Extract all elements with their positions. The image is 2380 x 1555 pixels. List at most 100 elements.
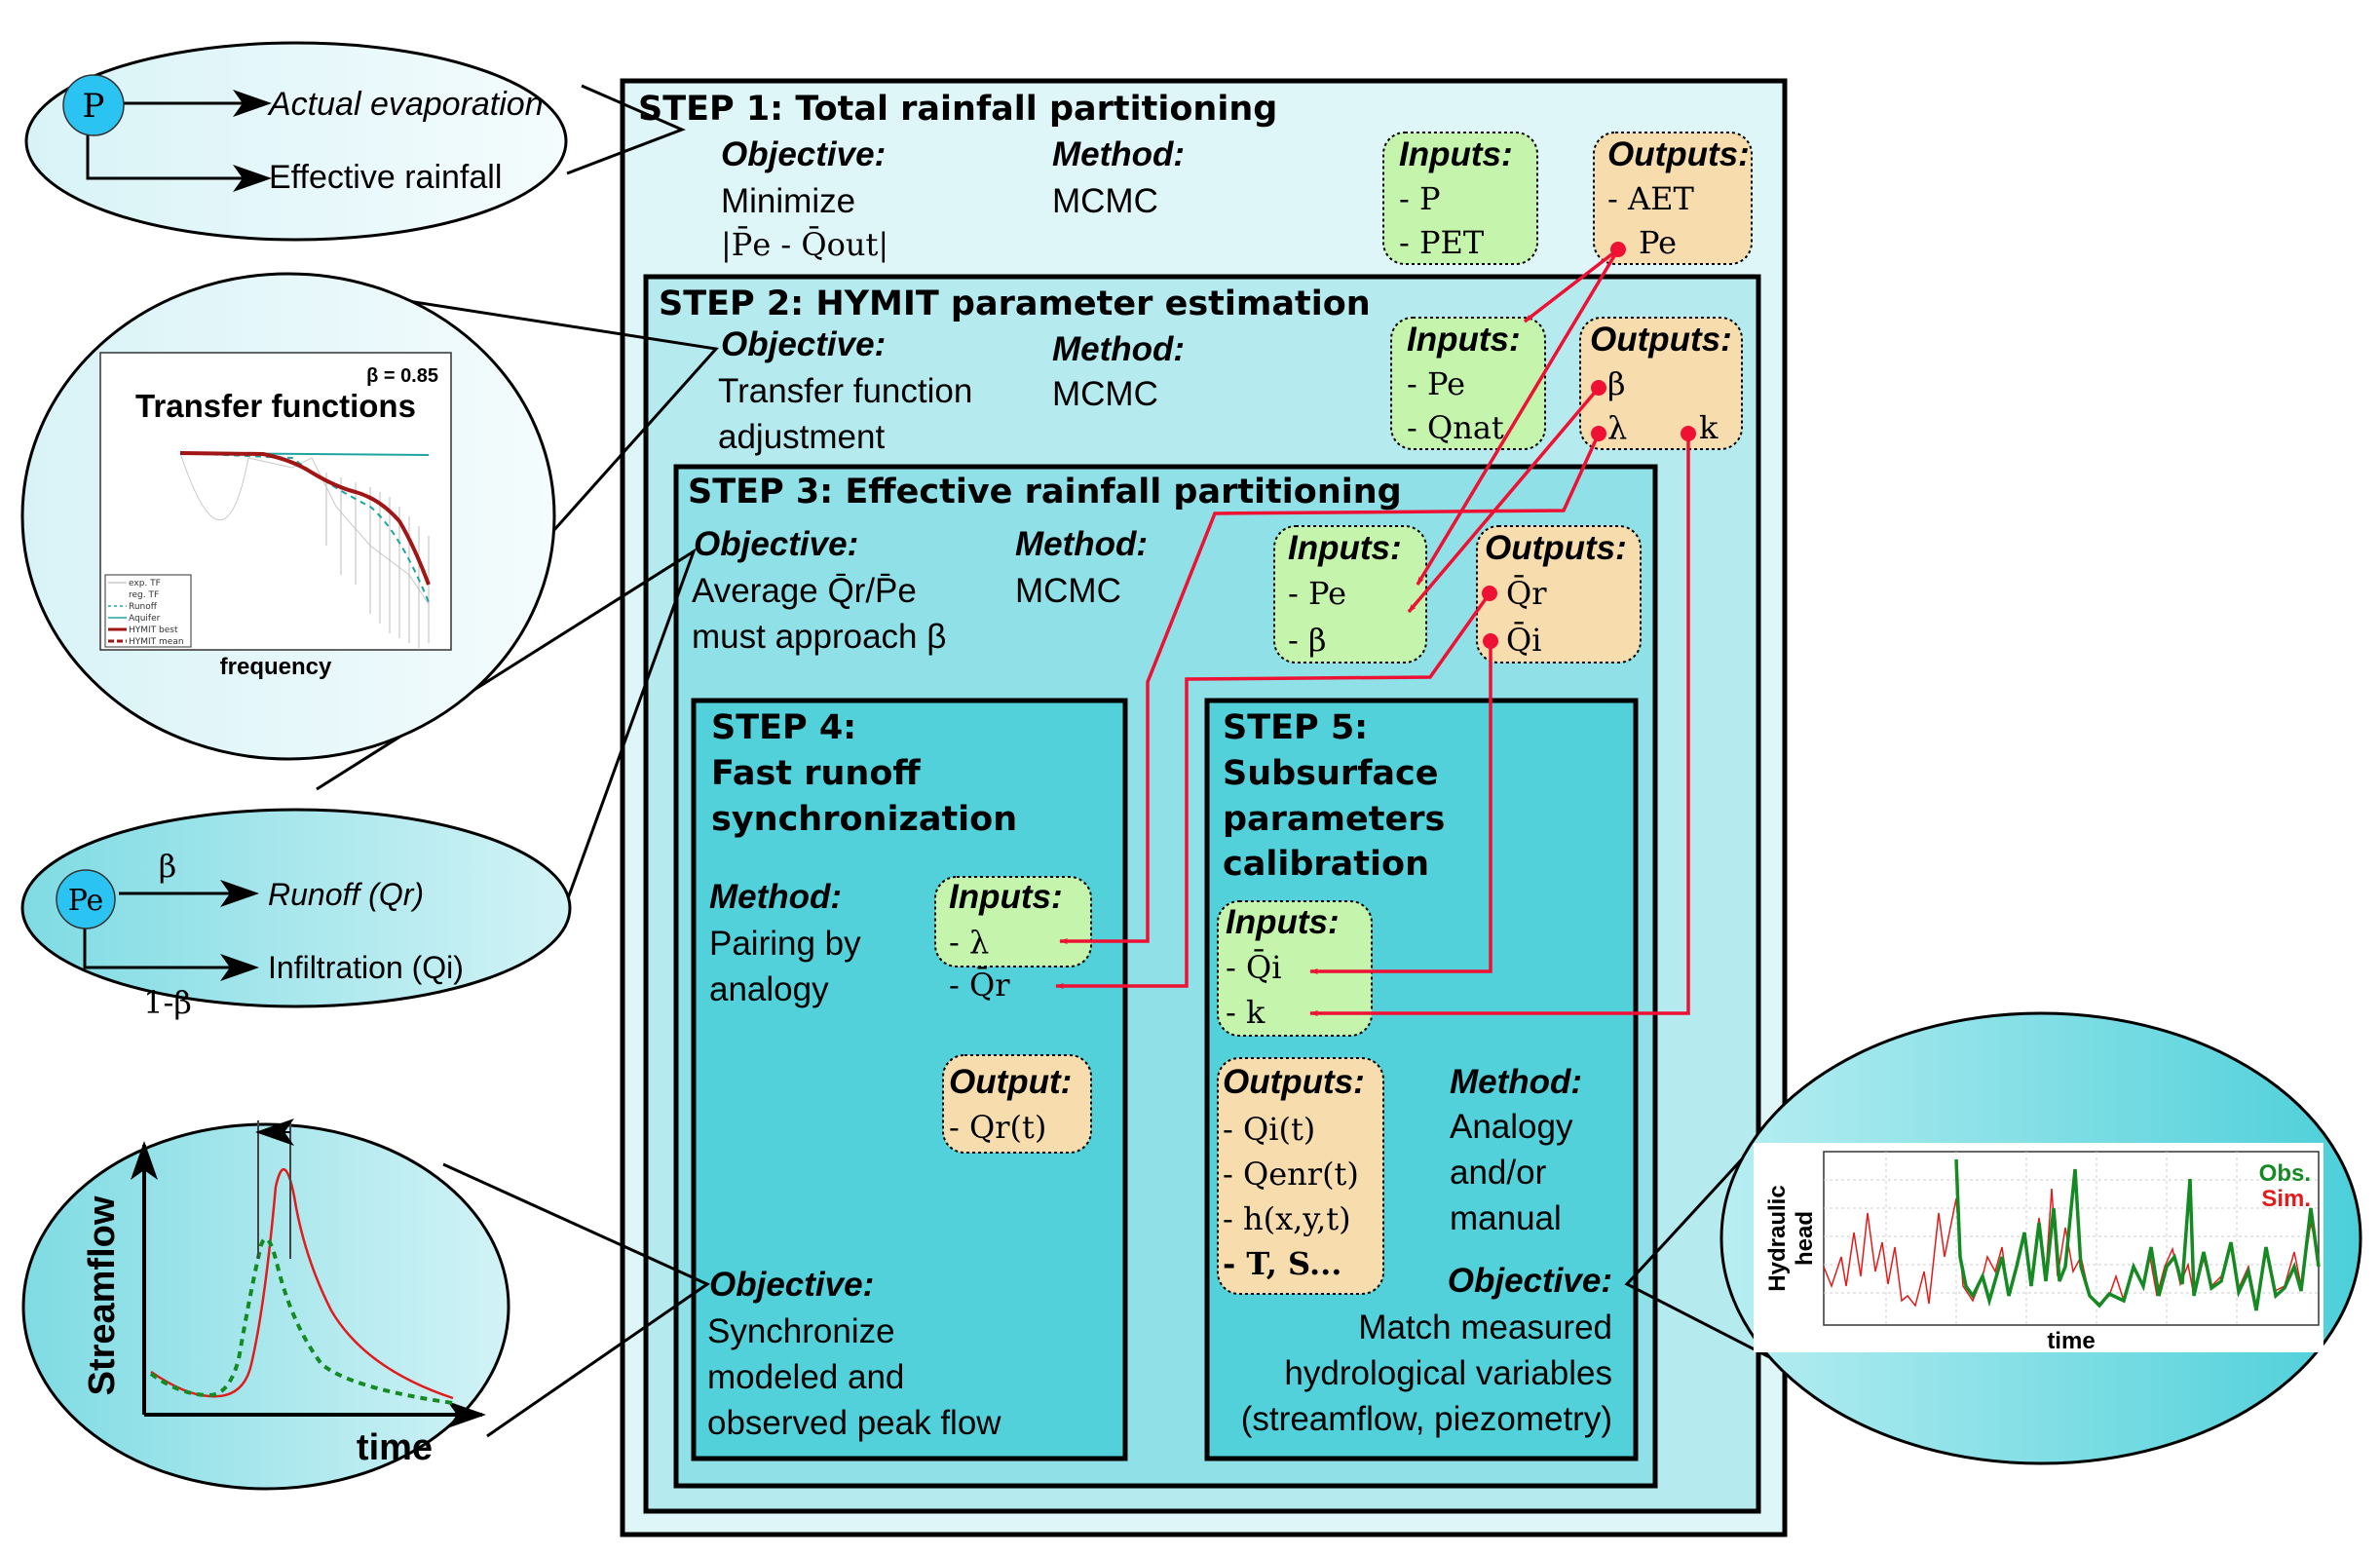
pointer-step4 bbox=[442, 1162, 711, 1438]
step3-input-item: - β bbox=[1288, 622, 1326, 659]
step1-method: MCMC bbox=[1052, 182, 1158, 220]
callout-transfer-functions: β = 0.85 Transfer functions exp. TF reg.… bbox=[20, 272, 556, 761]
tf-legend-item: exp. TF bbox=[129, 579, 161, 588]
callout-hydraulic-head: Obs. Sim. Hydraulic head time bbox=[1719, 1011, 2362, 1465]
step5-title-line: calibration bbox=[1223, 845, 1429, 884]
arrow-icon bbox=[86, 125, 272, 192]
step3-inputs-label: Inputs: bbox=[1288, 529, 1402, 567]
callout-ellipse bbox=[24, 41, 568, 242]
connector-dot bbox=[1610, 242, 1626, 257]
step4-title-line: synchronization bbox=[711, 800, 1017, 839]
step2-output-k: k bbox=[1699, 409, 1719, 446]
step1-output-item: - AET bbox=[1607, 180, 1694, 217]
step5-outputs-box bbox=[1217, 1057, 1384, 1295]
tf-hymit-best-line bbox=[179, 451, 431, 586]
head-legend-obs: Obs. bbox=[2259, 1160, 2311, 1187]
step3-outputs-label: Outputs: bbox=[1485, 529, 1627, 567]
head-ylabel-line2: head bbox=[1792, 1211, 1818, 1266]
step2-output-beta: β bbox=[1607, 365, 1626, 402]
step5-title-line: STEP 5: bbox=[1223, 708, 1368, 747]
node-p-label: P bbox=[83, 87, 105, 126]
step4-title-line: STEP 4: bbox=[711, 708, 856, 747]
step4-inputs-box bbox=[934, 876, 1092, 967]
tf-legend-item: Aquifer bbox=[129, 614, 161, 624]
step5-method-line: Analogy bbox=[1450, 1108, 1573, 1146]
step2-method: MCMC bbox=[1052, 375, 1158, 413]
arrow-qi-to-step5 bbox=[1309, 641, 1492, 975]
callout-rainfall: P Actual evaporation Effective rainfall bbox=[24, 41, 568, 242]
step4-objective-line: observed peak flow bbox=[707, 1404, 1001, 1442]
node-p bbox=[62, 74, 125, 136]
tf-title: Transfer functions bbox=[135, 388, 416, 424]
step3-method: MCMC bbox=[1015, 572, 1121, 610]
step4-output-item: - Qr(t) bbox=[949, 1109, 1046, 1146]
tf-xlabel: frequency bbox=[220, 654, 332, 680]
step4-title-line: Fast runoff bbox=[711, 754, 921, 793]
step2-output-lambda: λ bbox=[1607, 409, 1627, 446]
step5-objective-label: Objective: bbox=[1448, 1262, 1612, 1300]
observed-curve bbox=[149, 1236, 454, 1405]
step2-method-label: Method: bbox=[1052, 330, 1185, 368]
step2-inputs-box bbox=[1390, 317, 1546, 450]
step5-outputs-label: Outputs: bbox=[1223, 1063, 1365, 1101]
arrow-pe-to-step3 bbox=[1416, 248, 1620, 586]
step2-outputs-box bbox=[1579, 317, 1743, 450]
callout-ellipse bbox=[20, 808, 572, 1008]
step4-method-label: Method: bbox=[709, 878, 842, 916]
pointer-step5 bbox=[1624, 1123, 1784, 1366]
step4-output-label: Output: bbox=[949, 1063, 1072, 1101]
step5-output-item: - T, S... bbox=[1223, 1245, 1341, 1282]
step3-objective-line2: must approach β bbox=[692, 618, 946, 656]
tf-legend-item: HYMIT best bbox=[129, 626, 178, 635]
step4-content: STEP 4: Fast runoff synchronization Meth… bbox=[707, 708, 1092, 1442]
arrow-lambda-to-step4 bbox=[1059, 433, 1601, 945]
step5-output-item: - h(x,y,t) bbox=[1223, 1200, 1351, 1237]
step1-method-label: Method: bbox=[1052, 135, 1185, 173]
step1-objective-label: Objective: bbox=[721, 135, 886, 173]
head-legend-sim: Sim. bbox=[2261, 1186, 2311, 1212]
step5-output-item: - Qenr(t) bbox=[1223, 1156, 1359, 1193]
pointer-step2 bbox=[287, 281, 719, 615]
step2-inputs-label: Inputs: bbox=[1407, 321, 1521, 359]
step5-method-line: and/or bbox=[1450, 1154, 1547, 1192]
step1-input-item: - P bbox=[1399, 180, 1441, 217]
arrow-qr-to-step4 bbox=[1055, 591, 1492, 990]
step4-inputs-label: Inputs: bbox=[949, 878, 1063, 916]
head-ylabel-line1: Hydraulic bbox=[1764, 1185, 1791, 1291]
branch-evaporation: Actual evaporation bbox=[267, 86, 544, 123]
connector-dot bbox=[1591, 426, 1606, 441]
node-pe bbox=[56, 869, 116, 929]
step3-objective-line1: Average Q̄r/P̄e bbox=[692, 572, 917, 610]
node-pe-label: Pe bbox=[68, 884, 104, 918]
step5-objective-line: Match measured bbox=[1358, 1308, 1612, 1346]
step1-header: STEP 1: Total rainfall partitioning Obje… bbox=[638, 90, 1753, 265]
step3-objective-label: Objective: bbox=[694, 525, 858, 563]
hydrograph-ylabel: Streamflow bbox=[82, 1195, 123, 1395]
callout-partition: Pe β 1-β Runoff (Qr) Infiltration (Qi) bbox=[20, 808, 572, 1021]
dataflow-arrows bbox=[1055, 242, 1696, 1017]
step2-input-item: - Qnat bbox=[1407, 409, 1504, 446]
step5-inputs-box bbox=[1217, 900, 1373, 1037]
connector-dot bbox=[1483, 633, 1498, 649]
callout-hydrograph: Streamflow time bbox=[21, 1119, 510, 1491]
tf-legend bbox=[104, 574, 192, 648]
step2-objective-line2: adjustment bbox=[718, 418, 885, 456]
step4-method-line: Pairing by bbox=[709, 925, 861, 963]
step5-input-item: - Q̄i bbox=[1226, 949, 1281, 986]
step3-inputs-box bbox=[1273, 525, 1427, 664]
tf-legend-item: reg. TF bbox=[129, 590, 159, 600]
step4-output-box bbox=[942, 1054, 1092, 1154]
step1-input-item: - PET bbox=[1399, 224, 1485, 261]
step2-outputs-label: Outputs: bbox=[1590, 321, 1732, 359]
connector-dot bbox=[1681, 426, 1696, 441]
step5-content: STEP 5: Subsurface parameters calibratio… bbox=[1217, 708, 1612, 1438]
head-obs-line bbox=[1954, 1158, 2321, 1311]
head-xlabel: time bbox=[2047, 1328, 2095, 1354]
step5-method-label: Method: bbox=[1450, 1063, 1582, 1101]
branch-runoff: Runoff (Qr) bbox=[268, 877, 424, 912]
connector-dot bbox=[1482, 586, 1497, 601]
step3-outputs-box bbox=[1476, 525, 1642, 664]
step5-objective-line: (streamflow, piezometry) bbox=[1241, 1400, 1612, 1438]
simulated-curve bbox=[150, 1167, 454, 1400]
